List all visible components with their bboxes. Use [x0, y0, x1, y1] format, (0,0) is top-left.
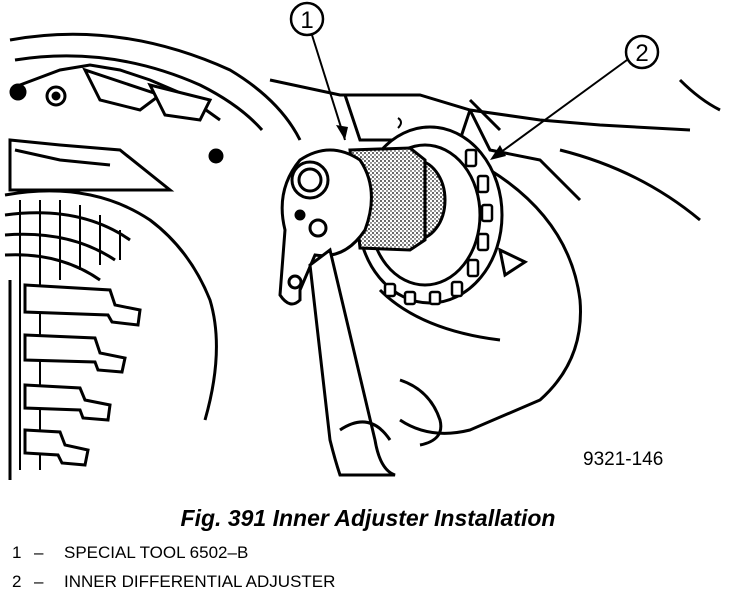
clutch-plates: [8, 280, 142, 480]
legend-text: INNER DIFFERENTIAL ADJUSTER: [64, 572, 336, 591]
legend-number: 1: [12, 543, 22, 562]
legend-dash: –: [34, 543, 44, 562]
figure-caption: Fig. 391 Inner Adjuster Installation: [180, 505, 556, 531]
legend-text: SPECIAL TOOL 6502–B: [64, 543, 249, 562]
callout-1-number: 1: [300, 7, 313, 34]
technical-illustration: 1 2 9321-146: [4, 1, 721, 480]
legend: 1– SPECIAL TOOL 6502–B 2– INNER DIFFERENTI…: [12, 543, 335, 601]
legend-item: 2– INNER DIFFERENTIAL ADJUSTER: [12, 572, 335, 601]
special-tool-ratchet: [278, 146, 427, 477]
callout-1: 1: [289, 1, 348, 141]
figure-code: 9321-146: [583, 449, 663, 470]
callout-2: 2: [490, 34, 660, 160]
callout-2-number: 2: [635, 40, 648, 67]
legend-dash: –: [34, 572, 44, 591]
legend-item: 1– SPECIAL TOOL 6502–B: [12, 543, 335, 572]
legend-number: 2: [12, 572, 22, 591]
transmission-housing: [4, 32, 302, 470]
